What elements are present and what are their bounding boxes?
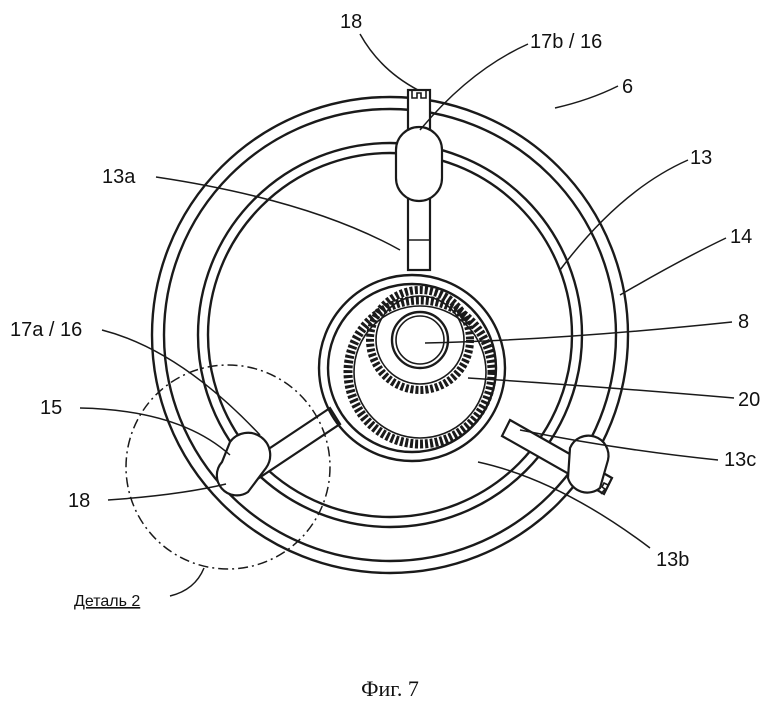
pinion-gear bbox=[366, 286, 474, 394]
inner-ring-14-inner-edge bbox=[206, 151, 574, 519]
leader-14 bbox=[619, 237, 727, 296]
label-15: 15 bbox=[40, 397, 62, 419]
leader-17a16 bbox=[101, 329, 261, 436]
leader-13 bbox=[559, 159, 689, 271]
outer-housing-inner-edge bbox=[162, 107, 618, 563]
label-13a: 13a bbox=[102, 166, 136, 188]
leader-detail bbox=[169, 567, 205, 597]
ring-gear bbox=[343, 295, 497, 449]
figure-caption: Фиг. 7 bbox=[361, 676, 419, 701]
detail-label: Деталь 2 bbox=[74, 593, 140, 610]
leader-8 bbox=[424, 321, 733, 344]
label-17a16: 17a / 16 bbox=[10, 319, 82, 341]
hub-outer bbox=[317, 273, 507, 463]
leader-17b16 bbox=[419, 43, 529, 131]
label-13b: 13b bbox=[656, 549, 689, 571]
leader-13a bbox=[155, 176, 401, 251]
roller-top bbox=[394, 125, 444, 203]
label-13c: 13c bbox=[724, 449, 756, 471]
leader-6 bbox=[554, 85, 619, 109]
label-8: 8 bbox=[738, 311, 749, 333]
label-18-left: 18 bbox=[68, 490, 90, 512]
shaft-8-bore bbox=[395, 315, 445, 365]
leader-18-left bbox=[107, 483, 227, 501]
roller-left bbox=[215, 431, 272, 497]
label-14: 14 bbox=[730, 226, 752, 248]
outer-housing-ring bbox=[150, 95, 630, 575]
leader-13b bbox=[477, 461, 651, 549]
leader-15 bbox=[79, 407, 231, 456]
label-18-top: 18 bbox=[340, 11, 362, 33]
pinion-gear-inner-edge bbox=[375, 295, 465, 385]
leader-20 bbox=[467, 377, 735, 399]
detail-circle bbox=[125, 364, 331, 570]
leader-13c bbox=[519, 429, 719, 461]
roller-right bbox=[566, 434, 610, 494]
ring-gear-inner-edge bbox=[353, 305, 487, 439]
shaft-8 bbox=[390, 310, 450, 370]
label-17b16: 17b / 16 bbox=[530, 31, 602, 53]
label-13: 13 bbox=[690, 147, 712, 169]
leader-18-top bbox=[359, 33, 419, 91]
label-6: 6 bbox=[622, 76, 633, 98]
label-20: 20 bbox=[738, 389, 760, 411]
